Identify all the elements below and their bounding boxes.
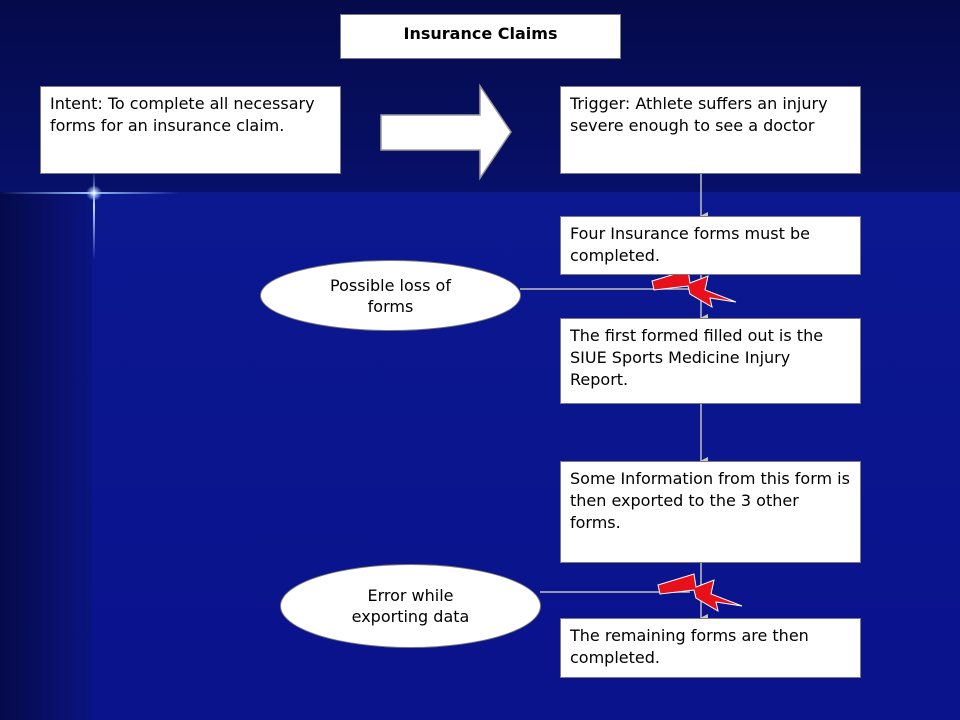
risk-label: Error while exporting data — [351, 586, 470, 626]
step-box: Four Insurance forms must be completed. — [560, 216, 861, 275]
diagram-title: Insurance Claims — [340, 14, 621, 59]
intent-box: Intent: To complete all necessary forms … — [40, 86, 341, 174]
lightning-icon — [651, 269, 737, 309]
arrow-right-icon — [380, 83, 512, 181]
light-flare-vertical — [93, 170, 95, 260]
light-flare-center — [86, 186, 102, 200]
step-box: The first formed filled out is the SIUE … — [560, 318, 861, 404]
step-box: The remaining forms are then completed. — [560, 618, 861, 678]
risk-ellipse: Error while exporting data — [280, 564, 541, 648]
risk-ellipse: Possible loss of forms — [260, 260, 521, 331]
risk-label: Possible loss of forms — [330, 275, 451, 316]
step-box: Some Information from this form is then … — [560, 461, 861, 563]
trigger-box: Trigger: Athlete suffers an injury sever… — [560, 86, 861, 174]
background-left-band — [0, 192, 92, 720]
lightning-icon — [657, 573, 743, 613]
